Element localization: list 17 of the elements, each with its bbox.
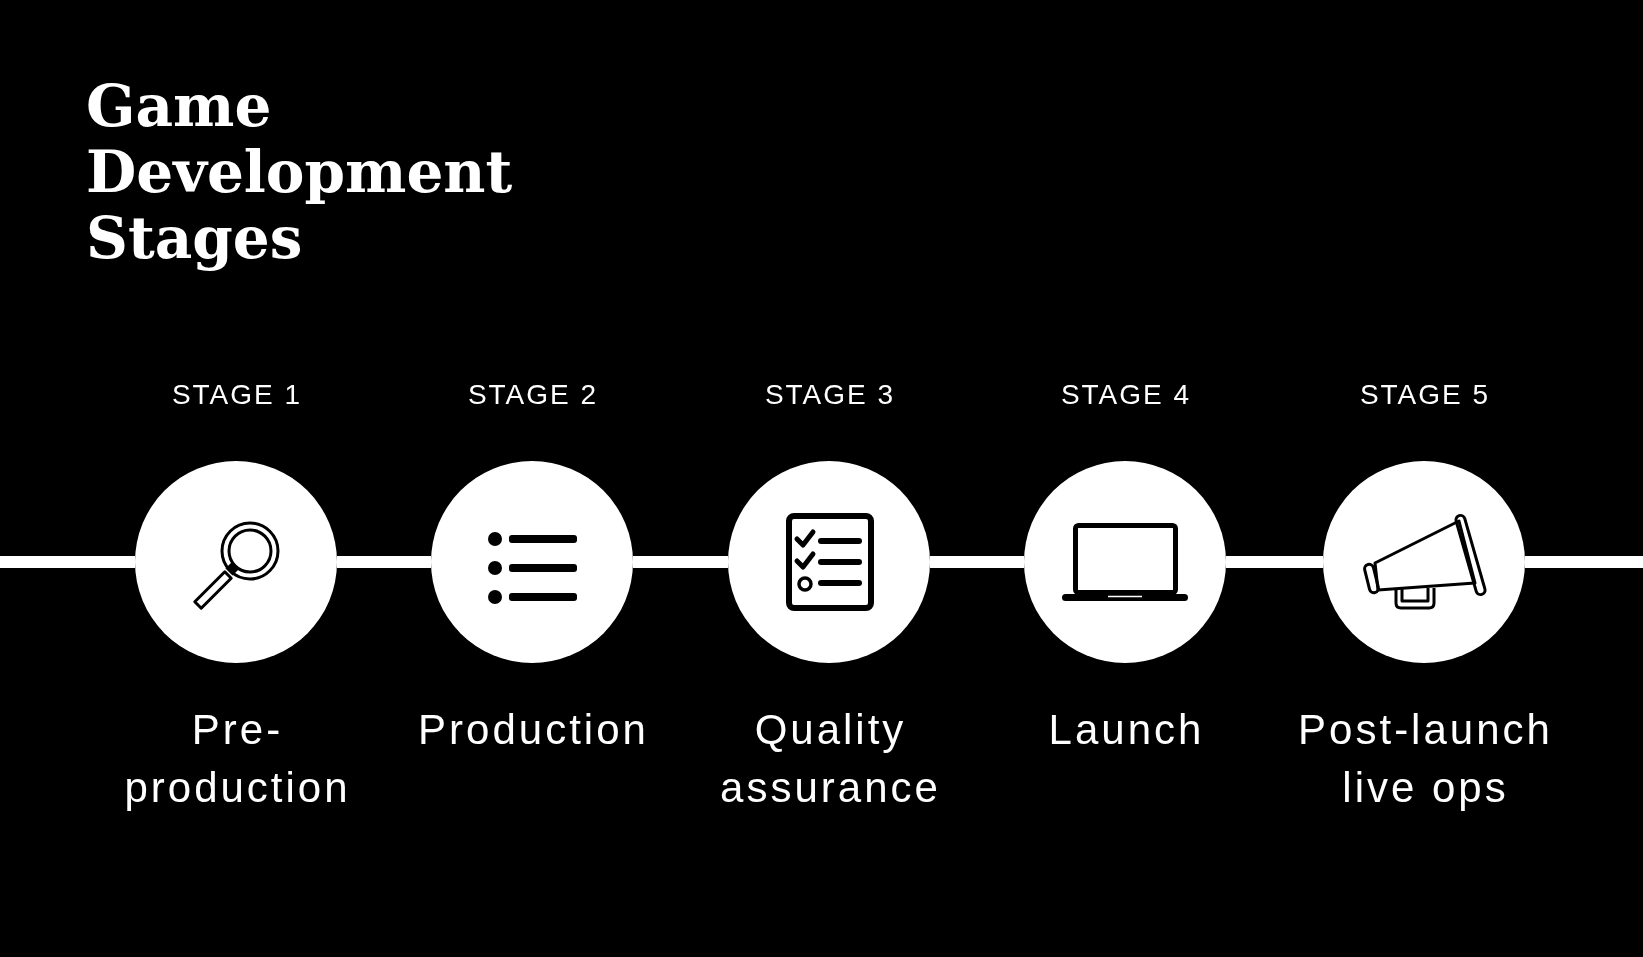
stage-label: STAGE 1 bbox=[170, 381, 304, 409]
stage-label: STAGE 5 bbox=[1358, 381, 1492, 409]
connector-line bbox=[337, 556, 431, 568]
stage-label: STAGE 4 bbox=[1059, 381, 1193, 409]
stage-name: Production bbox=[417, 705, 650, 755]
connector-line bbox=[633, 556, 728, 568]
connector-line bbox=[930, 556, 1024, 568]
stage-label: STAGE 2 bbox=[466, 381, 600, 409]
stage-name: Launch bbox=[1047, 705, 1206, 755]
stage-name: Quality assurance bbox=[719, 705, 942, 813]
connector-line bbox=[0, 556, 135, 568]
connector-line bbox=[1226, 556, 1323, 568]
stage-label: STAGE 3 bbox=[763, 381, 897, 409]
diagram-title: Game Development Stages bbox=[86, 73, 514, 271]
connector-line bbox=[1525, 556, 1643, 568]
stage-name: Pre-production bbox=[123, 705, 352, 813]
stage-name: Post-launch live ops bbox=[1297, 705, 1554, 813]
